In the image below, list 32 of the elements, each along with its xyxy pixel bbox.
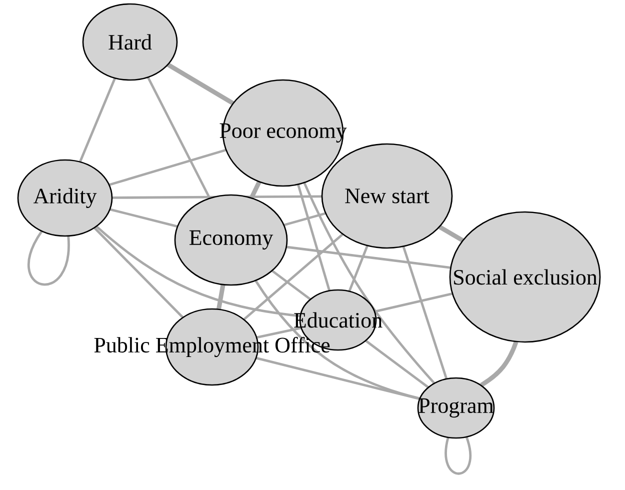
connector-line	[249, 180, 262, 199]
connector-line	[256, 356, 420, 400]
connector-line	[96, 226, 300, 318]
connector-line	[480, 341, 518, 388]
connector-line	[256, 326, 302, 339]
connector-line	[365, 340, 429, 388]
connector-line	[286, 246, 451, 269]
connector-line	[348, 245, 368, 292]
connector-line	[109, 148, 226, 186]
ellipse-node: Hard	[82, 3, 178, 81]
connector-line	[438, 224, 464, 242]
ellipse-node: Social exclusion	[449, 211, 601, 343]
ellipse-node: New start	[321, 143, 453, 249]
connector-line	[146, 76, 211, 199]
ellipse-node: Aridity	[17, 159, 113, 237]
ellipse-node: Economy	[174, 194, 288, 286]
connector-line	[166, 62, 234, 106]
connector-line	[28, 230, 70, 286]
connector-line	[94, 227, 184, 318]
connector-line	[284, 212, 326, 226]
connector-line	[402, 246, 448, 380]
connector-line	[374, 292, 453, 313]
connector-line	[110, 208, 178, 228]
ellipse-node: Program	[417, 377, 495, 439]
connector-line	[79, 78, 116, 162]
connector-line	[297, 184, 330, 291]
connector-line	[254, 280, 420, 400]
connector-line	[243, 233, 344, 320]
connector-line	[444, 436, 472, 475]
connector-line	[303, 182, 436, 384]
connector-line	[216, 284, 226, 310]
connector-line	[272, 270, 311, 300]
